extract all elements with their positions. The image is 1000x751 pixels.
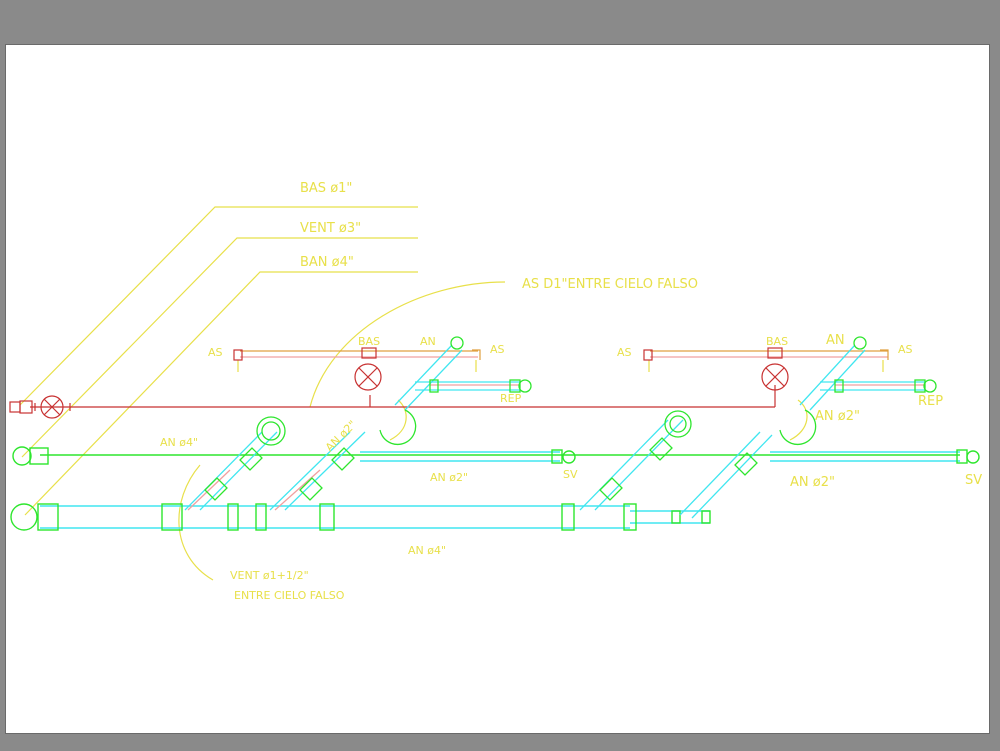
- label-as-left-2: AS: [490, 343, 505, 356]
- label-as-left-1: AS: [208, 346, 223, 359]
- label-an-2-mid-left: AN ø2": [430, 471, 468, 484]
- label-as-right-2: AS: [898, 343, 913, 356]
- upper-as-lines: [233, 347, 889, 361]
- label-sv-left: SV: [563, 468, 578, 481]
- label-rep-left: REP: [500, 392, 522, 405]
- label-vent-3: VENT ø3": [300, 221, 361, 236]
- label-an-4-bottom: AN ø4": [408, 544, 446, 557]
- label-an-4-top: AN ø4": [160, 436, 198, 449]
- red-supply-line: [9, 363, 789, 419]
- label-ban-4: BAN ø4": [300, 255, 354, 270]
- label-an-left: AN: [420, 335, 436, 348]
- drawing-labels: BAS ø1" VENT ø3" BAN ø4" AS D1"ENTRE CIE…: [160, 181, 982, 602]
- drawing-sheet: [5, 44, 990, 734]
- drain-line: [10, 503, 711, 531]
- leader-lines: [19, 206, 884, 581]
- label-an-2-diag: AN ø2": [323, 418, 359, 454]
- green-vent-line: [12, 446, 980, 466]
- label-sv-right: SV: [965, 473, 982, 488]
- top-frame: [0, 0, 1000, 44]
- label-as-ceiling: AS D1"ENTRE CIELO FALSO: [522, 277, 698, 292]
- label-an-2-mid-right: AN ø2": [815, 409, 860, 424]
- label-vent-note-1: VENT ø1+1/2": [230, 569, 309, 582]
- label-rep-right: REP: [918, 394, 943, 409]
- label-an-right: AN: [826, 333, 845, 348]
- diagonal-pipes: [184, 336, 937, 519]
- label-bas-right: BAS: [766, 335, 788, 348]
- label-an-2-lower-right: AN ø2": [790, 475, 835, 490]
- label-vent-note-2: ENTRE CIELO FALSO: [234, 589, 345, 602]
- label-bas-left: BAS: [358, 335, 380, 348]
- label-bas-1: BAS ø1": [300, 181, 352, 196]
- bottom-frame: [0, 737, 1000, 751]
- label-as-right-1: AS: [617, 346, 632, 359]
